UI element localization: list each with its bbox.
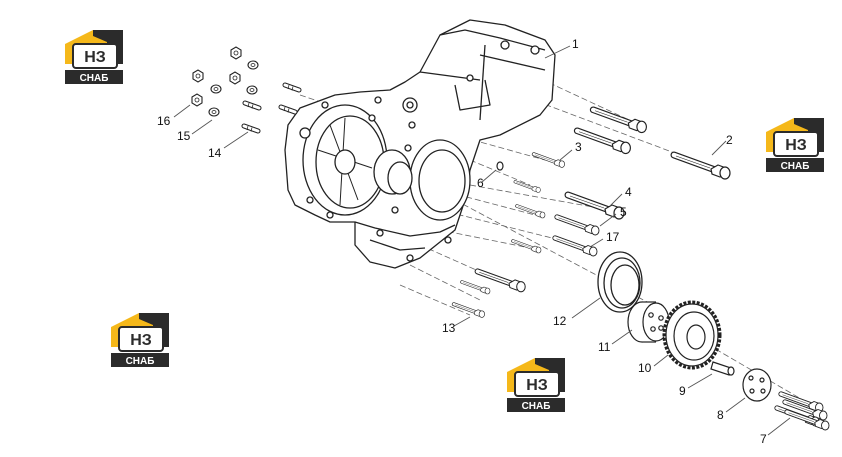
svg-text:СНАБ: СНАБ (126, 356, 155, 367)
gear-10 (662, 300, 722, 370)
callout-10: 10 (638, 361, 652, 375)
fasteners-left (191, 46, 299, 132)
bolt-long-b (577, 131, 630, 154)
svg-text:НЗ: НЗ (84, 49, 106, 66)
callout-9: 9 (679, 384, 686, 398)
bolt-mid-b (515, 204, 547, 220)
bolt-5 (557, 217, 599, 235)
brand-logo-bottom-center: НЗ СНАБ (506, 357, 566, 413)
svg-text:СНАБ: СНАБ (781, 161, 810, 172)
callout-labels: 1 2 3 4 5 6 7 8 9 10 11 12 13 14 15 16 1… (157, 37, 767, 446)
callout-14: 14 (208, 146, 222, 160)
callout-16: 16 (157, 114, 171, 128)
bolt-4 (568, 195, 624, 219)
bolt-lower-b (460, 280, 492, 296)
svg-text:СНАБ: СНАБ (522, 401, 551, 412)
bolt-mid-a (513, 180, 542, 195)
callout-7: 7 (760, 432, 767, 446)
o-ring-6 (496, 161, 504, 171)
brand-logo-bottom-left: НЗ СНАБ (110, 312, 170, 368)
bolt-13 (451, 302, 487, 320)
hub-11 (627, 301, 670, 343)
brand-logo-right: НЗ СНАБ (765, 117, 825, 173)
bolt-long-a (593, 110, 646, 133)
flange-plate-8 (742, 368, 772, 402)
callout-4: 4 (625, 185, 632, 199)
bolt-mid-c (511, 239, 543, 255)
callout-5: 5 (620, 205, 627, 219)
leader-lines (173, 45, 791, 436)
callout-2: 2 (726, 133, 733, 147)
callout-12: 12 (553, 314, 567, 328)
svg-text:НЗ: НЗ (130, 332, 152, 349)
brand-logo-top-left: НЗ СНАБ (64, 29, 124, 85)
gear-housing (284, 19, 556, 269)
bolt-3 (531, 152, 567, 170)
bolts-7 (777, 394, 829, 430)
pin-9 (710, 361, 735, 376)
callout-15: 15 (177, 129, 191, 143)
callout-8: 8 (717, 408, 724, 422)
callout-1: 1 (572, 37, 579, 51)
svg-text:НЗ: НЗ (526, 377, 548, 394)
callout-11: 11 (598, 340, 611, 354)
callout-17: 17 (606, 230, 620, 244)
seal-ring-12 (597, 251, 643, 313)
callout-13: 13 (442, 321, 456, 335)
bolt-2 (674, 155, 730, 179)
callout-6: 6 (477, 176, 484, 190)
callout-3: 3 (575, 140, 582, 154)
svg-text:СНАБ: СНАБ (80, 73, 109, 84)
svg-text:НЗ: НЗ (785, 137, 807, 154)
